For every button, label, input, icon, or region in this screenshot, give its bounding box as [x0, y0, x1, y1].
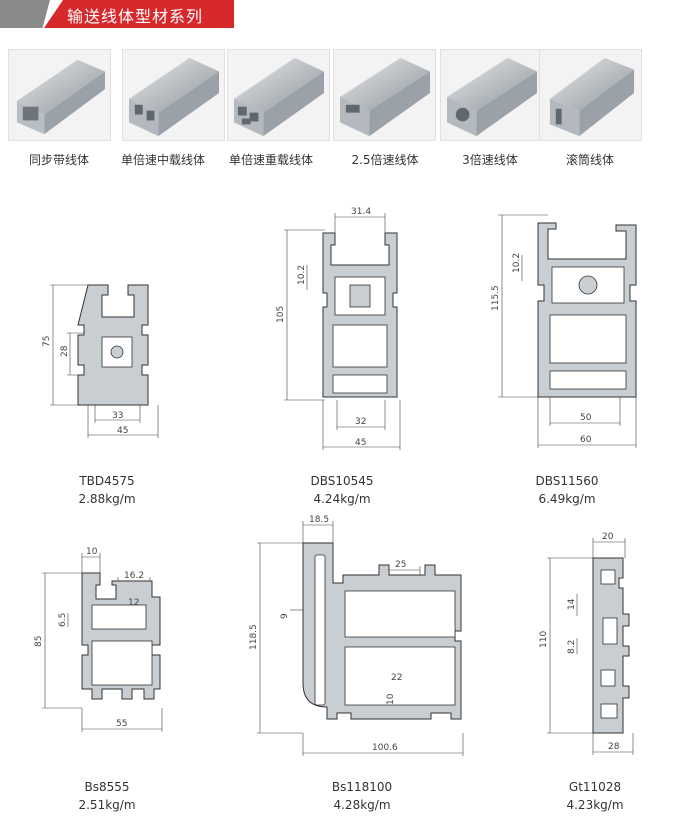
- thumbnail-image: [227, 49, 330, 141]
- thumbnail-label: 单倍速重载线体: [228, 153, 313, 167]
- dim-label: 22: [391, 673, 402, 683]
- header-grey-tab: [0, 0, 50, 28]
- profile-caption: DBS10545 4.24kg/m: [262, 472, 422, 508]
- profile-weight: 6.49kg/m: [538, 492, 596, 506]
- profile-weight: 2.51kg/m: [78, 798, 136, 812]
- thumbnail-label: 滚筒线体: [565, 153, 614, 167]
- profile-model: DBS11560: [535, 474, 599, 488]
- dim-label: 10.2: [512, 253, 522, 273]
- profile-drawing-dbs10545: 31.4 105 10.2 32 45: [276, 207, 401, 450]
- thumbnail-label: 同步带线体: [28, 153, 89, 167]
- dim-label: 10: [386, 693, 396, 705]
- profile-caption: Bs118100 4.28kg/m: [282, 778, 442, 814]
- profile-model: TBD4575: [79, 474, 135, 488]
- dim-label: 60: [580, 435, 592, 445]
- thumbnail-image: [122, 49, 225, 141]
- profile-drawing-tbd4575: 75 28 33 45: [42, 284, 159, 438]
- dim-label: 32: [355, 417, 366, 427]
- thumbnail-image: [333, 49, 436, 141]
- profile-drawing-bs118100: 18.5 25 118.5 9 22 10 100.6: [249, 515, 464, 756]
- thumbnail-image: [539, 49, 642, 141]
- dim-label: 100.6: [372, 743, 398, 753]
- profile-caption: Gt11028 4.23kg/m: [515, 778, 675, 814]
- profile-drawing-gt11028: 20 110 14 8.2 28: [539, 532, 634, 755]
- profile-weight: 4.24kg/m: [313, 492, 371, 506]
- profile-model: DBS10545: [310, 474, 374, 488]
- dim-label: 110: [539, 631, 549, 648]
- profile-model: Bs118100: [331, 780, 393, 794]
- dim-label: 20: [602, 532, 614, 542]
- thumbnail-image: [8, 49, 111, 141]
- dim-label: 45: [355, 438, 366, 448]
- profile-model: Gt11028: [568, 780, 622, 794]
- dim-label: 18.5: [309, 515, 329, 525]
- dim-label: 118.5: [249, 624, 259, 650]
- dim-label: 28: [60, 345, 70, 357]
- profile-model: Bs8555: [84, 780, 130, 794]
- dim-label: 14: [567, 598, 577, 610]
- section-title: 输送线体型材系列: [67, 7, 204, 26]
- profile-weight: 4.23kg/m: [566, 798, 624, 812]
- section-header: 输送线体型材系列: [0, 0, 300, 28]
- dim-label: 8.2: [567, 640, 577, 654]
- dim-label: 9: [280, 613, 290, 619]
- profile-drawing-bs8555: 10 16.2 12 85 6.5 55: [34, 547, 163, 732]
- profile-weight: 4.28kg/m: [333, 798, 391, 812]
- dim-label: 33: [112, 411, 123, 421]
- dim-label: 75: [42, 336, 52, 347]
- dim-label: 10.2: [297, 265, 307, 285]
- thumbnail-image: [440, 49, 543, 141]
- profile-caption: TBD4575 2.88kg/m: [27, 472, 187, 508]
- dim-label: 85: [34, 636, 44, 647]
- dim-label: 10: [86, 547, 98, 557]
- thumbnail-label: 单倍速中载线体: [120, 153, 205, 167]
- thumbnail-label: 2.5倍速线体: [351, 153, 419, 167]
- dim-label: 31.4: [351, 207, 371, 217]
- thumbnail-label: 3倍速线体: [462, 153, 518, 167]
- dim-label: 45: [117, 426, 128, 436]
- dim-label: 115.5: [491, 285, 501, 311]
- profile-caption: Bs8555 2.51kg/m: [27, 778, 187, 814]
- header-red-band: [44, 0, 234, 28]
- dim-label: 12: [128, 598, 139, 608]
- dim-label: 105: [276, 306, 286, 323]
- dim-label: 55: [116, 719, 127, 729]
- dim-label: 16.2: [124, 571, 144, 581]
- profile-caption: DBS11560 6.49kg/m: [487, 472, 647, 508]
- profile-drawing-dbs11560: 115.5 10.2 50 60: [491, 214, 637, 448]
- dim-label: 25: [395, 560, 406, 570]
- dim-label: 28: [608, 742, 620, 752]
- dim-label: 50: [580, 413, 592, 423]
- dim-label: 6.5: [58, 613, 68, 627]
- profile-weight: 2.88kg/m: [78, 492, 136, 506]
